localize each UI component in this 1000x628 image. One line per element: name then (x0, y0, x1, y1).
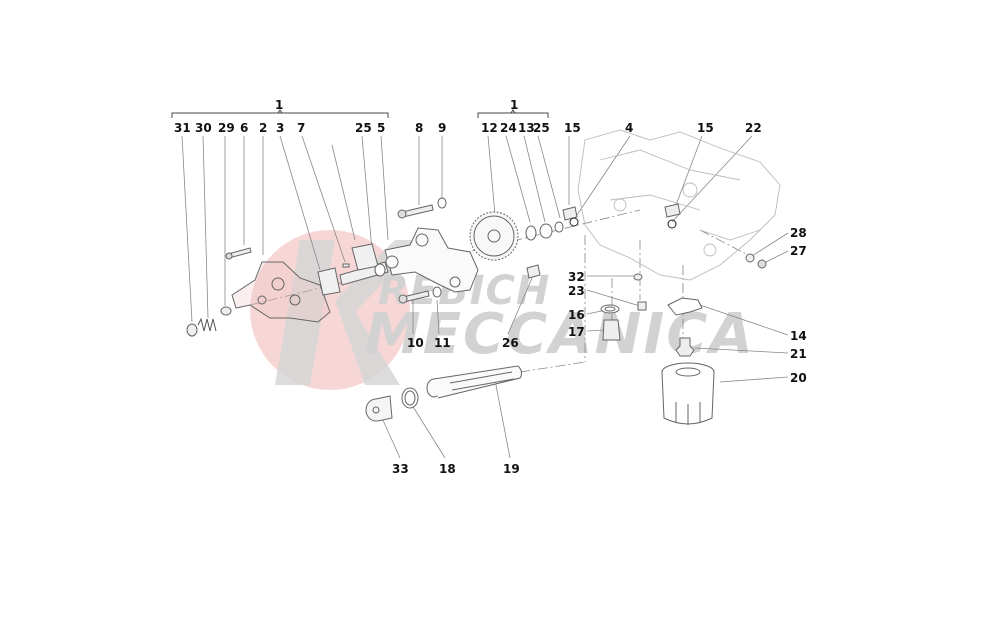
callout-14[interactable]: 14 (790, 329, 807, 343)
part-22-oring (667, 219, 677, 229)
callout-4[interactable]: 4 (625, 121, 634, 135)
part-11-washer (432, 286, 442, 298)
part-3-shaft-gear (317, 261, 389, 296)
group-label-pump-assembly[interactable]: 1 (275, 98, 284, 112)
callout-24[interactable]: 24 (500, 121, 517, 135)
callout-6[interactable]: 6 (240, 121, 249, 135)
callout-9[interactable]: 9 (438, 121, 447, 135)
callout-26[interactable]: 26 (502, 336, 519, 350)
callout-20[interactable]: 20 (790, 371, 807, 385)
part-28-washer (745, 253, 755, 263)
callout-10[interactable]: 10 (407, 336, 424, 350)
callout-32[interactable]: 32 (568, 270, 585, 284)
group-label-gear-assembly[interactable]: 1 (510, 98, 519, 112)
callout-16[interactable]: 16 (568, 308, 585, 322)
part-7-pin (342, 263, 350, 268)
part-9-washer (437, 197, 447, 209)
part-29-plunger (220, 306, 232, 316)
part-10-screw (398, 290, 430, 304)
part-4-oring (569, 217, 579, 227)
part-15-bushing-left (562, 206, 578, 221)
part-21-nipple (675, 337, 695, 357)
callout-27[interactable]: 27 (790, 244, 807, 258)
part-23-plug (637, 301, 647, 311)
leader-lines (181, 135, 789, 459)
callout-11[interactable]: 11 (434, 336, 451, 350)
callout-15b[interactable]: 15 (697, 121, 714, 135)
callout-28[interactable]: 28 (790, 226, 807, 240)
crankcase-outline (577, 129, 781, 281)
part-2-pump-body (231, 261, 331, 323)
callout-15[interactable]: 15 (564, 121, 581, 135)
part-25-washer (554, 221, 564, 233)
callout-25[interactable]: 25 (355, 121, 372, 135)
callout-31[interactable]: 31 (174, 121, 191, 135)
callout-5[interactable]: 5 (377, 121, 386, 135)
part-8-screw (397, 204, 434, 219)
callout-23[interactable]: 23 (568, 284, 585, 298)
part-19-strainer (426, 365, 523, 399)
part-24-washer (525, 225, 537, 241)
part-6-screw (225, 247, 252, 260)
callout-25b[interactable]: 25 (533, 121, 550, 135)
callout-18[interactable]: 18 (439, 462, 456, 476)
callout-29[interactable]: 29 (218, 121, 235, 135)
part-33-plug (365, 395, 393, 422)
callout-3[interactable]: 3 (276, 121, 285, 135)
part-17-plug (602, 319, 621, 341)
part-5-pump-cover (384, 227, 479, 293)
group-bracket-gear (477, 109, 549, 118)
group-bracket-pump (171, 109, 389, 118)
callout-30[interactable]: 30 (195, 121, 212, 135)
part-13-washer (539, 223, 553, 239)
part-31-cap (186, 323, 198, 337)
part-27-screw (757, 259, 767, 269)
part-driven-gear (351, 243, 379, 271)
part-18-seal (401, 387, 419, 409)
callout-12[interactable]: 12 (481, 121, 498, 135)
callout-8[interactable]: 8 (415, 121, 424, 135)
part-12-gear (469, 211, 519, 261)
callout-2[interactable]: 2 (259, 121, 268, 135)
callout-13[interactable]: 13 (518, 121, 535, 135)
part-16-washer (600, 304, 620, 314)
part-14-plate (667, 297, 703, 316)
callout-33[interactable]: 33 (392, 462, 409, 476)
callout-21[interactable]: 21 (790, 347, 807, 361)
part-32-washer (633, 273, 643, 281)
callout-19[interactable]: 19 (503, 462, 520, 476)
part-20-oil-filter (661, 362, 715, 425)
callout-22[interactable]: 22 (745, 121, 762, 135)
part-25-ring (374, 263, 386, 277)
part-26-bushing (526, 264, 541, 279)
callout-7[interactable]: 7 (297, 121, 306, 135)
callout-17[interactable]: 17 (568, 325, 585, 339)
part-30-spring (197, 317, 217, 332)
part-15-bushing-right (664, 203, 681, 218)
